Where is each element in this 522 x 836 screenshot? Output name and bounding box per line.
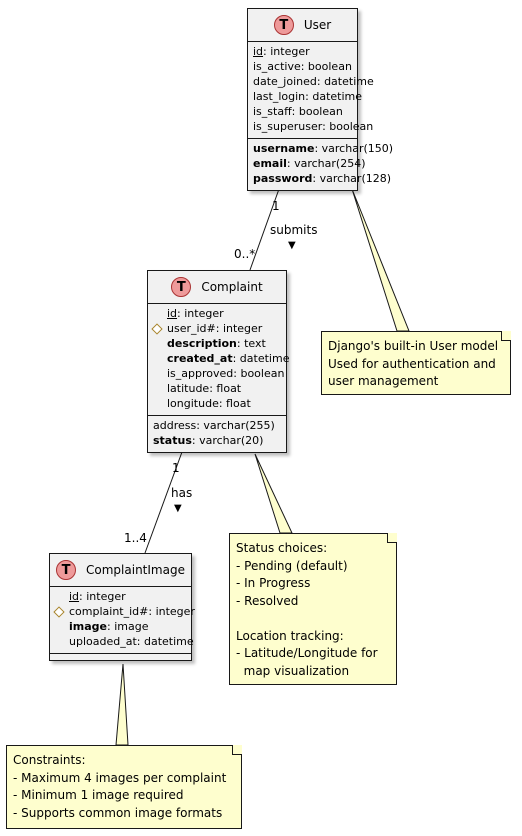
has-to-multiplicity: 1..4 [124,531,147,545]
note-fold-corner [387,533,397,543]
table-icon: T [171,277,192,297]
note-line: - In Progress [236,576,311,590]
complaint-image-entity[interactable]: T ComplaintImage id: integer complaint_i… [49,553,195,661]
field-row: is_staff: boolean [253,105,343,118]
field-row: id: integer [167,307,224,320]
field-row: latitude: float [167,382,242,395]
note-line: - Maximum 4 images per complaint [13,770,227,785]
submits-direction-arrow: ▼ [288,240,296,251]
has-from-multiplicity: 1 [172,461,180,475]
complaint-image-entity-title: ComplaintImage [86,563,185,577]
field-row: id: integer [69,590,126,603]
field-row: is_superuser: boolean [253,120,374,133]
user-entity[interactable]: T User id: integer is_active: boolean da… [247,8,394,191]
field-row: address: varchar(255) [153,419,275,432]
complaint-entity-title: Complaint [201,280,263,294]
has-direction-arrow: ▼ [174,503,182,514]
note-line: Status choices: [236,541,328,555]
foreign-key-icon [151,323,163,335]
field-row: email: varchar(254) [253,157,366,170]
user-fields: id: integer is_active: boolean date_join… [248,42,374,138]
note-line [236,610,390,628]
complaint-entity[interactable]: T Complaint id: integer user_id#: intege… [147,270,290,453]
note-line: - Pending (default) [236,558,348,573]
field-row: image: image [69,620,149,633]
note-line: Used for authentication and [328,356,496,371]
table-icon: T [56,560,77,580]
note-line: Constraints: [13,753,86,767]
note-line: user management [328,374,439,388]
complaint-entity-header: T Complaint [148,271,286,304]
table-icon: T [273,15,294,35]
submits-from-multiplicity: 1 [272,199,280,213]
field-row: username: varchar(150) [253,142,394,155]
user-note-link [351,188,410,332]
field-row: created_at: datetime [167,352,290,365]
field-row: description: text [167,337,266,350]
note-fold-corner [501,331,511,341]
complaint-attributes: address: varchar(255) status: varchar(20… [148,415,286,452]
field-row: id: integer [253,45,310,58]
complaint-note: Status choices: - Pending (default) - In… [229,533,397,685]
note-line: - Latitude/Longitude for [236,646,378,660]
field-row: longitude: float [167,397,251,410]
field-row: last_login: datetime [253,90,362,103]
user-entity-title: User [303,18,332,32]
field-row: password: varchar(128) [253,172,392,185]
field-row: date_joined: datetime [253,75,374,88]
image-note: Constraints: - Maximum 4 images per comp… [6,745,242,829]
image-note-link [115,663,129,746]
field-row: status: varchar(20) [153,434,264,447]
submits-label: submits [270,223,318,237]
complaint-image-entity-header: T ComplaintImage [50,554,191,587]
foreign-key-icon [53,606,65,618]
note-fold-corner [232,745,242,755]
note-line: - Minimum 1 image required [13,788,184,802]
note-line: Django's built-in User model [328,339,499,353]
field-row: complaint_id#: integer [53,604,195,619]
submits-to-multiplicity: 0..* [234,247,256,261]
complaint-image-fields: id: integer complaint_id#: integer image… [50,587,195,653]
complaint-fields: id: integer user_id#: integer descriptio… [148,304,290,415]
user-note: Django's built-in User model Used for au… [321,331,511,395]
has-connector [144,451,183,554]
user-entity-header: T User [248,9,357,42]
user-attributes: username: varchar(150) email: varchar(25… [248,138,394,190]
field-row: is_active: boolean [253,60,352,73]
note-line: map visualization [236,663,350,678]
field-row: is_approved: boolean [167,367,285,380]
note-line: - Supports common image formats [13,805,223,820]
has-label: has [171,486,193,500]
submits-connector [249,188,280,271]
complaint-image-attributes [50,653,191,660]
note-line: Location tracking: [236,628,344,643]
field-row: user_id#: integer [151,321,281,336]
complaint-note-link [254,453,293,534]
note-line: - Resolved [236,593,299,608]
field-row: uploaded_at: datetime [69,635,194,648]
